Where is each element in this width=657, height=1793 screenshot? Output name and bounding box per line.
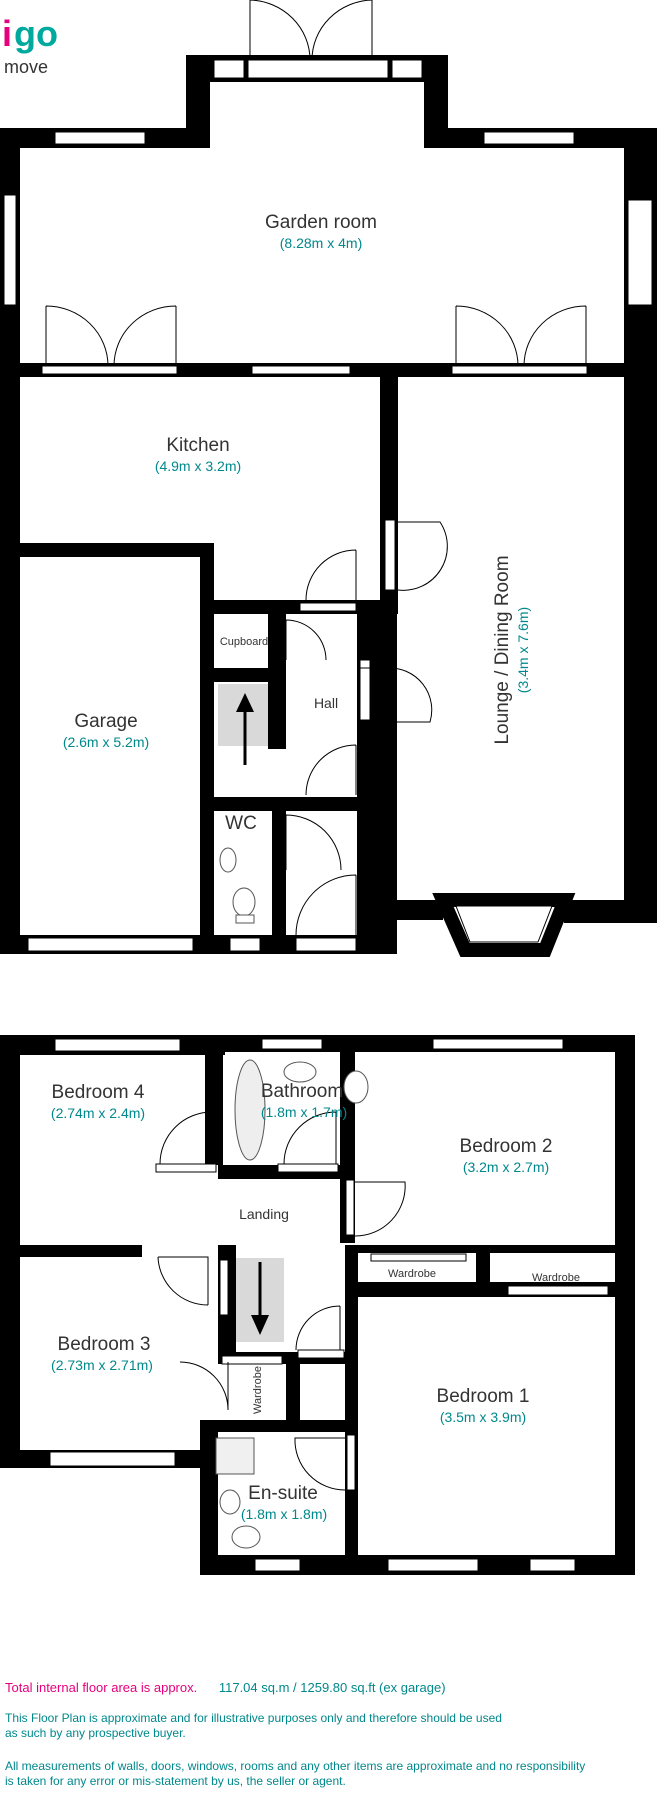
bedroom3-label: Bedroom 3: [58, 1334, 151, 1355]
first-doors: [157, 1111, 406, 1491]
bathroom-toilet-icon: [343, 1070, 369, 1104]
bedroom1-label: Bedroom 1: [437, 1386, 530, 1407]
kitchen-dim: (4.9m x 3.2m): [155, 458, 241, 474]
stairs-up: [218, 684, 268, 746]
garden-room-dim: (8.28m x 4m): [280, 235, 362, 251]
area-label: Total internal floor area is approx.: [5, 1680, 198, 1695]
first-windows: [49, 1038, 609, 1572]
lounge-dim: (3.4m x 7.6m): [515, 607, 531, 693]
ensuite-dim: (1.8m x 1.8m): [241, 1506, 327, 1522]
stairs-up-arrowhead: [236, 693, 254, 712]
bedroom4-dim: (2.74m x 2.4m): [51, 1105, 145, 1121]
hall-label: Hall: [314, 695, 338, 711]
garden-room-label: Garden room: [265, 212, 377, 233]
logo-move: move: [4, 57, 48, 77]
ground-floor: [0, 55, 657, 954]
bathroom-label: Bathroom: [261, 1081, 343, 1102]
bay-window-inner: [455, 905, 553, 943]
wardrobe-label-a: Wardrobe: [388, 1268, 436, 1280]
logo-i: i: [2, 13, 12, 54]
bathroom-dim: (1.8m x 1.7m): [261, 1104, 347, 1120]
wc-basin-icon: [219, 847, 237, 873]
ground-windows: [3, 59, 653, 952]
disclaimer-1-line-1: This Floor Plan is approximate and for i…: [5, 1711, 502, 1725]
area-line: Total internal floor area is approx. 117…: [5, 1680, 446, 1695]
bedroom2-dim: (3.2m x 2.7m): [463, 1159, 549, 1175]
bedroom4-label: Bedroom 4: [52, 1082, 145, 1103]
bathroom-basin-icon: [283, 1061, 317, 1083]
disclaimer-1-line-2: as such by any prospective buyer.: [5, 1726, 186, 1740]
disclaimer-2-line-2: is taken for any error or mis-statement …: [5, 1774, 346, 1788]
bedroom1-dim: (3.5m x 3.9m): [440, 1409, 526, 1425]
bay-window: [432, 893, 576, 957]
wardrobe-label-c: Wardrobe: [252, 1366, 264, 1414]
disclaimer-2-line-1: All measurements of walls, doors, window…: [5, 1759, 586, 1773]
stairs-down-arrowhead: [251, 1315, 269, 1335]
ensuite-label: En-suite: [248, 1483, 318, 1504]
wc-cistern-icon: [235, 914, 255, 924]
ensuite-toilet-icon: [231, 1525, 261, 1549]
bedroom3-dim: (2.73m x 2.71m): [51, 1357, 153, 1373]
garage-label: Garage: [74, 711, 137, 732]
ensuite-basin-icon: [219, 1489, 241, 1515]
logo-go: go: [14, 13, 58, 54]
garage-dim: (2.6m x 5.2m): [63, 734, 149, 750]
wc-toilet-icon: [232, 887, 256, 917]
disclaimer-1: This Floor Plan is approximate and for i…: [5, 1711, 502, 1741]
wc-label: WC: [225, 813, 257, 834]
landing-label: Landing: [239, 1206, 289, 1222]
kitchen-label: Kitchen: [166, 435, 229, 456]
area-value: 117.04 sq.m / 1259.80 sq.ft (ex garage): [218, 1680, 446, 1695]
cupboard-label: Cupboard: [220, 636, 268, 648]
bedroom2-label: Bedroom 2: [460, 1136, 553, 1157]
ground-doors: [45, 0, 587, 936]
shower-icon: [215, 1437, 255, 1475]
wardrobe-label-b: Wardrobe: [532, 1272, 580, 1284]
disclaimer-2: All measurements of walls, doors, window…: [5, 1759, 585, 1789]
lounge-label: Lounge / Dining Room: [492, 555, 513, 744]
bathtub-icon: [234, 1059, 266, 1161]
